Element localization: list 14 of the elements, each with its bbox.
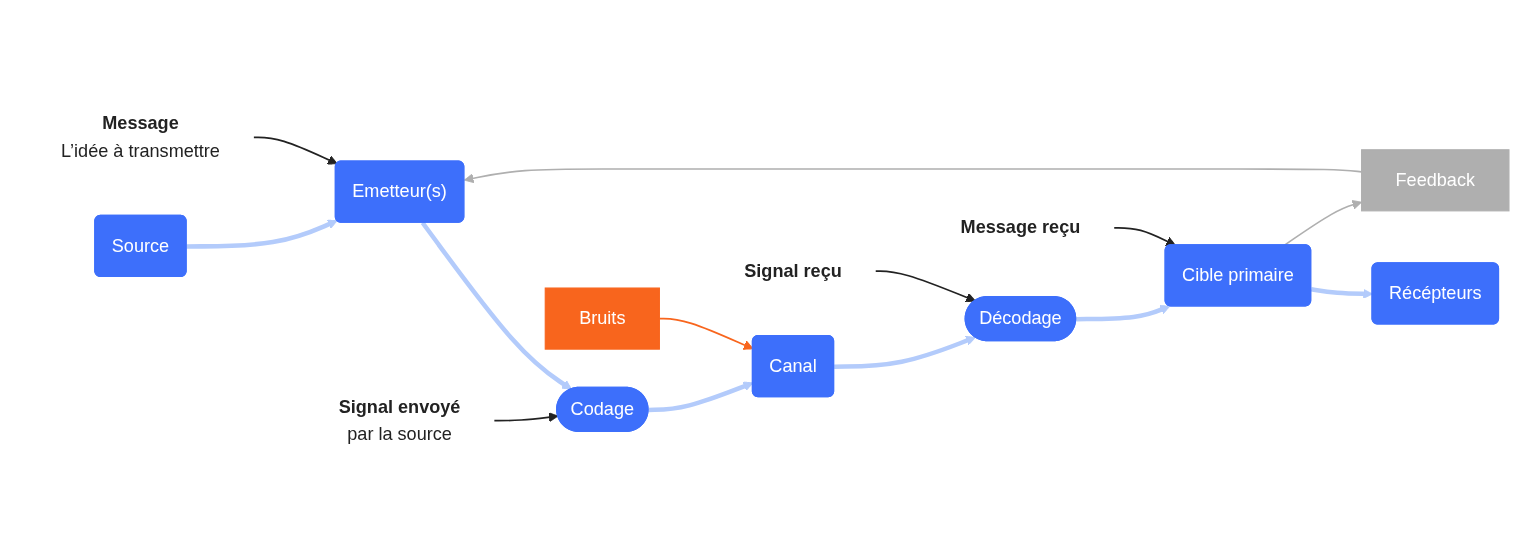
arrow (874, 270, 976, 303)
node-text: Signal reçu (744, 260, 842, 281)
arrow (420, 221, 572, 390)
arrow (186, 219, 338, 249)
arrow (834, 335, 976, 369)
node-box: Feedback (1361, 149, 1510, 212)
node-text: Message reçu (960, 217, 1081, 237)
node-box: Bruits (544, 287, 660, 350)
arrow (493, 412, 559, 423)
node-text: Message L’idée à transmettre (60, 113, 220, 160)
arrow (1113, 226, 1176, 246)
node-text: Signal envoyé par la source (338, 396, 461, 444)
arrow (1076, 305, 1171, 322)
arrow (253, 136, 338, 165)
